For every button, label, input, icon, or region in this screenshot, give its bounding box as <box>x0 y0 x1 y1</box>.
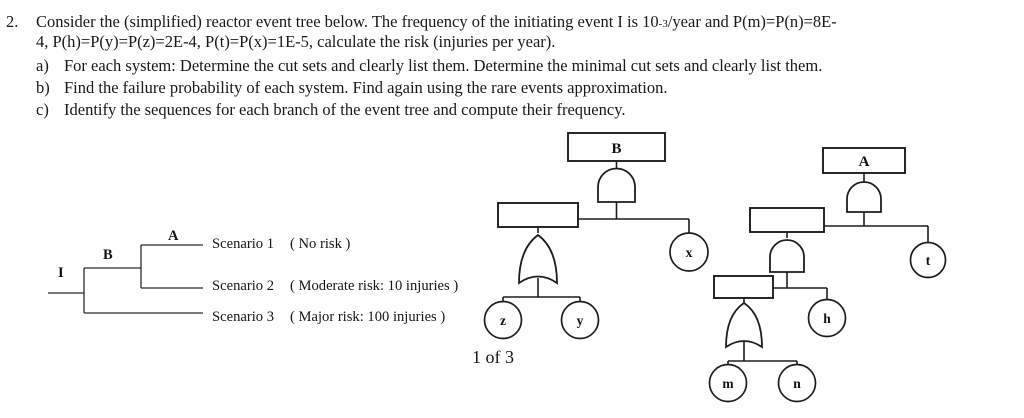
problem-item-c-marker: c) <box>36 100 49 119</box>
problem-item-b: b) Find the failure probability of each … <box>36 78 667 98</box>
fault-tree-a-basic-event-m-label: m <box>722 376 734 391</box>
fault-tree-b-basic-event-y-label: y <box>577 313 584 328</box>
event-tree-scenario-3-name: Scenario 3 <box>212 309 275 325</box>
fault-tree-a-or-gate[interactable] <box>725 301 763 349</box>
event-tree-scenario-1-description: ( No risk ) <box>290 236 351 252</box>
fault-tree-b-top-event-box[interactable] <box>567 132 666 162</box>
problem-intro-text-post: /year and P(m)=P(n)=8E- <box>667 12 837 31</box>
problem-item-b-marker: b) <box>36 78 50 97</box>
problem-item-c-text: Identify the sequences for each branch o… <box>64 100 626 119</box>
fault-tree-a-top-event-box[interactable] <box>822 147 906 174</box>
fault-tree-a-basic-event-t-label: t <box>926 253 931 268</box>
problem-item-a: a) For each system: Determine the cut se… <box>36 56 822 76</box>
fault-tree-a-basic-event-n[interactable] <box>777 363 817 403</box>
event-tree-initiating-label: I <box>58 265 64 281</box>
fault-tree-a-intermediate-box[interactable] <box>749 207 825 233</box>
fault-tree-b-basic-event-x[interactable] <box>669 232 709 272</box>
fault-tree-a-basic-event-h[interactable] <box>807 298 847 338</box>
page-indicator: 1 of 3 <box>472 347 514 367</box>
problem-intro-line-2-text: 4, P(h)=P(y)=P(z)=2E-4, P(t)=P(x)=1E-5, … <box>36 32 556 51</box>
fault-tree-b-and-gate[interactable] <box>597 167 636 203</box>
event-tree-branch-label-a: A <box>168 228 179 244</box>
fault-tree-a-sub-intermediate-box[interactable] <box>713 275 774 299</box>
event-tree-scenario-1: Scenario 1 ( No risk ) <box>212 236 350 253</box>
event-tree-scenario-1-name: Scenario 1 <box>212 236 275 252</box>
fault-tree-a: A m n <box>708 147 947 403</box>
fault-tree-a-basic-event-h-label: h <box>823 311 831 326</box>
fault-tree-a-basic-event-n-label: n <box>793 376 801 391</box>
fault-tree-b-basic-event-y[interactable] <box>560 300 600 340</box>
fault-tree-b-basic-event-z-label: z <box>500 313 506 328</box>
event-tree-scenario-3: Scenario 3 ( Major risk: 100 injuries ) <box>212 309 445 326</box>
problem-number: 2. <box>6 12 19 31</box>
problem-item-c: c) Identify the sequences for each branc… <box>36 100 626 120</box>
exponent-superscript: -3 <box>658 18 668 30</box>
fault-tree-a-top-event-label: A <box>859 154 870 170</box>
problem-intro-text-pre: Consider the (simplified) reactor event … <box>36 12 659 31</box>
event-tree-scenario-2-name: Scenario 2 <box>212 278 275 294</box>
problem-intro-line-2: 4, P(h)=P(y)=P(z)=2E-4, P(t)=P(x)=1E-5, … <box>36 32 555 52</box>
event-tree-scenario-3-description: ( Major risk: 100 injuries ) <box>290 309 446 325</box>
fault-tree-b-top-event-label: B <box>611 141 621 157</box>
event-tree <box>48 244 203 314</box>
problem-item-a-text: For each system: Determine the cut sets … <box>64 56 823 75</box>
fault-tree-b-basic-event-z[interactable] <box>483 300 523 340</box>
fault-tree-a-inner-and-gate[interactable] <box>769 239 805 273</box>
fault-tree-a-and-gate[interactable] <box>846 181 882 213</box>
fault-tree-b-or-gate[interactable] <box>518 233 558 285</box>
event-tree-scenario-2-description: ( Moderate risk: 10 injuries ) <box>290 278 459 294</box>
fault-tree-b: B z y x <box>483 132 709 340</box>
event-tree-branch-label-b: B <box>103 247 113 263</box>
problem-item-b-text: Find the failure probability of each sys… <box>64 78 668 97</box>
problem-intro-line-1: 2. Consider the (simplified) reactor eve… <box>6 12 837 32</box>
fault-tree-b-intermediate-box[interactable] <box>497 202 579 228</box>
problem-item-a-marker: a) <box>36 56 49 75</box>
fault-tree-b-basic-event-x-label: x <box>686 245 693 260</box>
event-tree-scenario-2: Scenario 2 ( Moderate risk: 10 injuries … <box>212 278 458 295</box>
fault-tree-a-basic-event-m[interactable] <box>708 363 748 403</box>
fault-tree-a-basic-event-t[interactable] <box>909 241 947 279</box>
